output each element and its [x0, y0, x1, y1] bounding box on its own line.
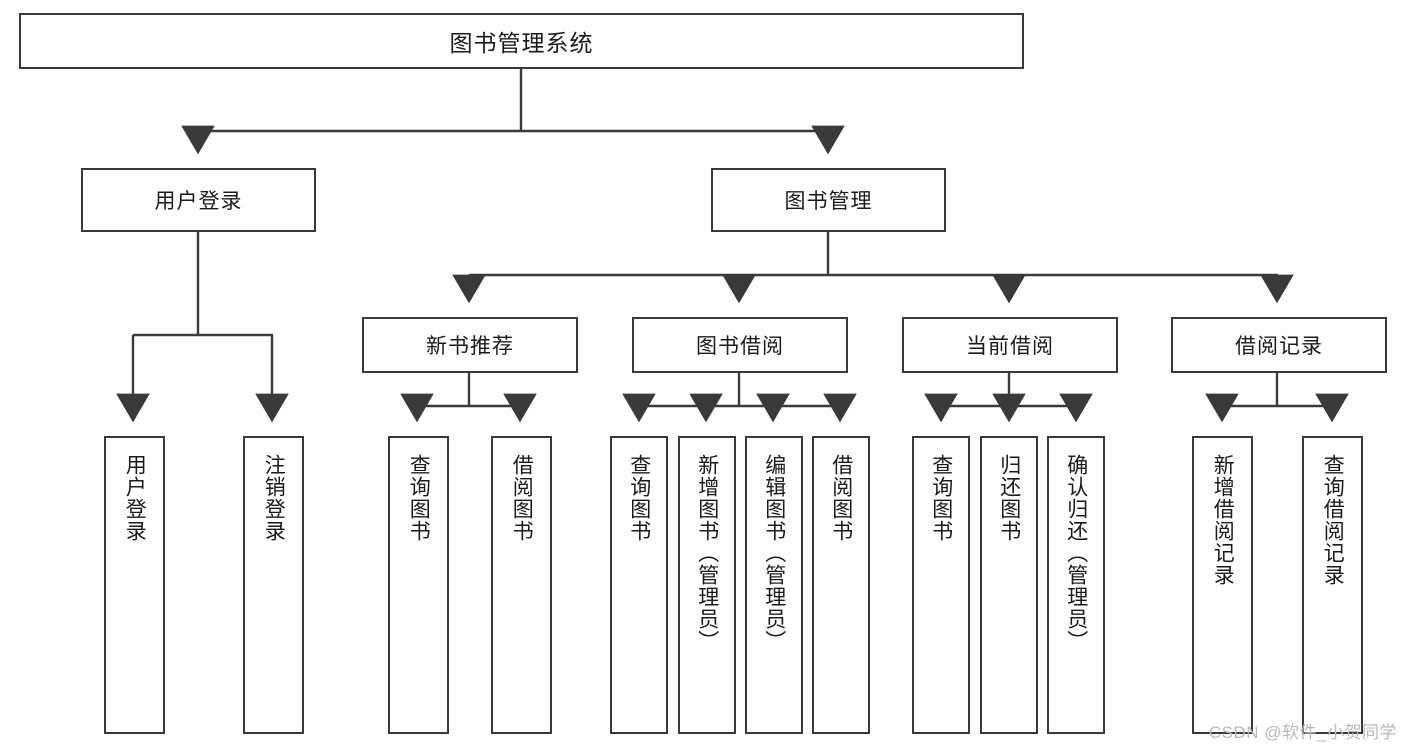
node-label: 查询借阅记录	[1321, 454, 1345, 586]
leaf-recommend-query-book[interactable]: 查询图书	[388, 436, 449, 734]
node-label: 用户登录	[154, 190, 243, 213]
node-label: 归还图书	[997, 454, 1021, 542]
node-label: 查询图书	[929, 454, 953, 542]
node-book-management[interactable]: 图书管理	[711, 168, 946, 232]
node-label: 编辑图书（管理员）	[762, 454, 786, 652]
node-book-borrow[interactable]: 图书借阅	[632, 317, 848, 373]
node-label: 图书借阅	[696, 335, 784, 358]
node-label: 借阅图书	[510, 454, 534, 542]
leaf-current-return-book[interactable]: 归还图书	[980, 436, 1038, 734]
node-label: 新增借阅记录	[1211, 454, 1235, 586]
leaf-borrow-edit-book-admin[interactable]: 编辑图书（管理员）	[745, 436, 803, 734]
leaf-user-login-signin[interactable]: 用户登录	[104, 436, 165, 734]
leaf-borrow-add-book-admin[interactable]: 新增图书（管理员）	[678, 436, 736, 734]
node-user-login[interactable]: 用户登录	[81, 168, 316, 232]
leaf-user-login-signout[interactable]: 注销登录	[243, 436, 304, 734]
node-root-system[interactable]: 图书管理系统	[19, 13, 1024, 69]
leaf-record-query-record[interactable]: 查询借阅记录	[1302, 436, 1363, 734]
watermark-csdn: CSDN @软件_小贺同学	[1208, 723, 1397, 742]
leaf-recommend-borrow-book[interactable]: 借阅图书	[491, 436, 552, 734]
node-label: 新增图书（管理员）	[695, 454, 719, 652]
leaf-current-confirm-return-admin[interactable]: 确认归还（管理员）	[1047, 436, 1105, 734]
node-new-book-recommend[interactable]: 新书推荐	[362, 317, 578, 373]
node-label: 新书推荐	[426, 335, 514, 358]
leaf-borrow-borrow-book[interactable]: 借阅图书	[812, 436, 870, 734]
leaf-record-add-record[interactable]: 新增借阅记录	[1192, 436, 1253, 734]
node-label: 用户登录	[123, 454, 147, 542]
node-label: 借阅记录	[1235, 335, 1323, 358]
node-borrow-record[interactable]: 借阅记录	[1171, 317, 1387, 373]
node-label: 查询图书	[407, 454, 431, 542]
node-label: 查询图书	[627, 454, 651, 542]
node-label: 确认归还（管理员）	[1064, 454, 1088, 652]
node-label: 当前借阅	[966, 335, 1054, 358]
node-label: 图书管理系统	[449, 30, 594, 56]
node-label: 借阅图书	[829, 454, 853, 542]
node-label: 图书管理	[784, 190, 873, 213]
leaf-current-query-book[interactable]: 查询图书	[912, 436, 970, 734]
node-label: 注销登录	[262, 454, 286, 542]
leaf-borrow-query-book[interactable]: 查询图书	[610, 436, 668, 734]
node-current-borrow[interactable]: 当前借阅	[902, 317, 1118, 373]
